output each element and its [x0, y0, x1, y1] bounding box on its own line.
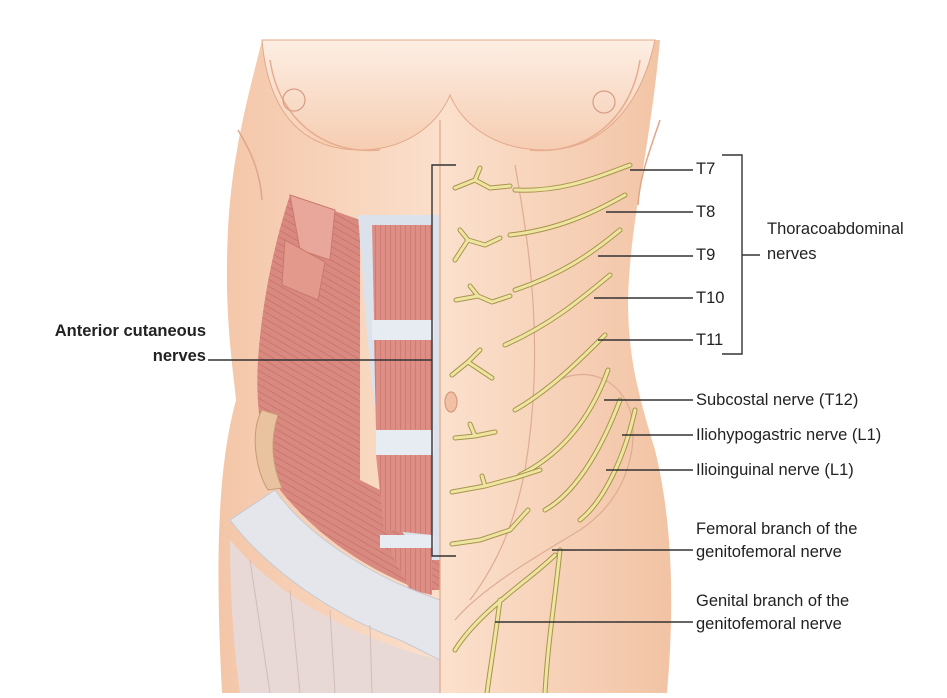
label-femoral-branch-line2: genitofemoral nerve [696, 543, 842, 562]
label-t7: T7 [696, 160, 715, 179]
label-anterior-cutaneous-line1: Anterior cutaneous [0, 322, 206, 341]
label-thoracoabdominal-line1: Thoracoabdominal [767, 220, 904, 239]
label-thoracoabdominal-line2: nerves [767, 245, 817, 264]
label-subcostal: Subcostal nerve (T12) [696, 391, 858, 410]
label-t11: T11 [696, 331, 723, 350]
label-iliohypogastric: Iliohypogastric nerve (L1) [696, 426, 881, 445]
label-ilioinguinal: Ilioinguinal nerve (L1) [696, 461, 854, 480]
rectus-abdominis [372, 225, 434, 595]
label-t8: T8 [696, 203, 715, 222]
label-genital-branch-line2: genitofemoral nerve [696, 615, 842, 634]
label-anterior-cutaneous-line2: nerves [0, 347, 206, 366]
label-t10: T10 [696, 289, 724, 308]
label-genital-branch-line1: Genital branch of the [696, 592, 849, 611]
label-femoral-branch-line1: Femoral branch of the [696, 520, 857, 539]
label-t9: T9 [696, 246, 715, 265]
umbilicus [445, 392, 457, 412]
